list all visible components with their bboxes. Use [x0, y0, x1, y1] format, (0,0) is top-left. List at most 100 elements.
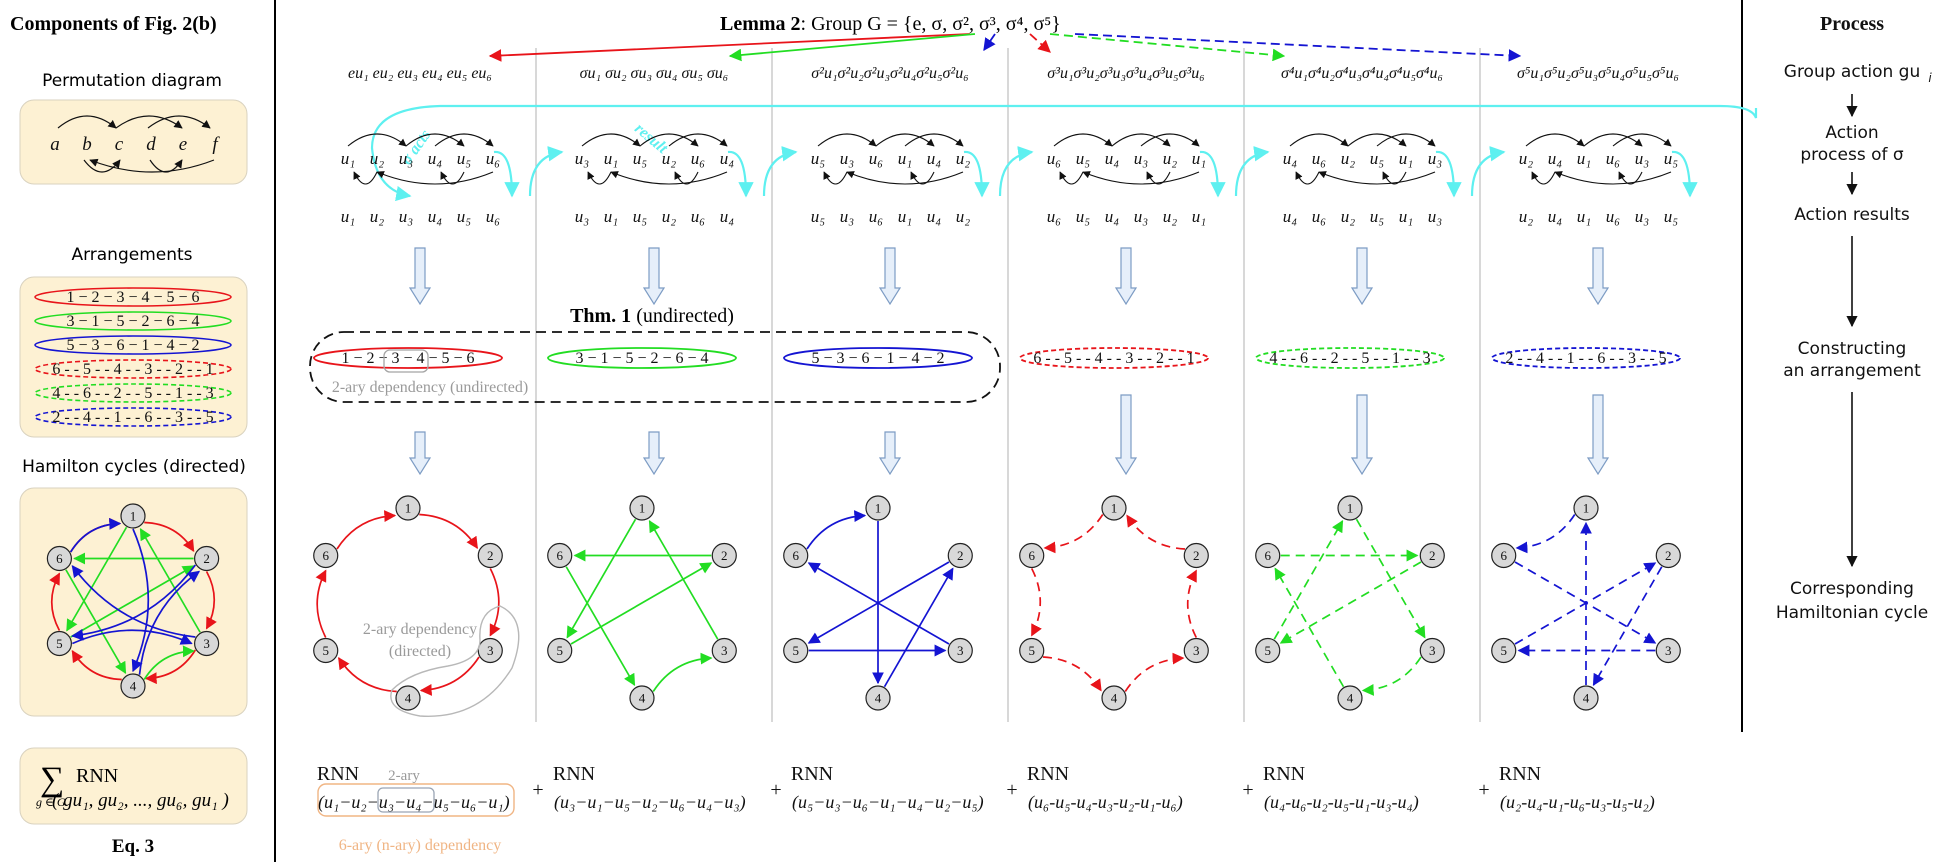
result-element: u₄: [1105, 207, 1120, 226]
graph-node-label: 5: [556, 643, 563, 658]
rnn-plus: +: [770, 779, 781, 801]
cycle-edge: [1514, 561, 1657, 644]
perm-element: u₁: [1399, 149, 1413, 168]
perm-element: u₅: [457, 149, 472, 168]
arrangement-ring: [34, 359, 232, 379]
perm-letter: c: [115, 134, 124, 155]
result-element: u₁: [1192, 207, 1206, 226]
cycle-edge: [1042, 656, 1102, 692]
graph-node: [547, 542, 573, 569]
sum-label: RNN: [76, 765, 118, 787]
process-step: Hamiltonian cycle: [1776, 603, 1928, 623]
perm-column-arc: [1053, 133, 1113, 147]
result-element: u₅: [1664, 207, 1679, 226]
perm-column-arc: [1382, 171, 1407, 185]
graph-node-label: 2: [487, 548, 494, 563]
graph-node-label: 6: [792, 548, 799, 563]
graph-node-label: 4: [405, 691, 412, 706]
result-element: u₆: [1312, 207, 1327, 226]
arrangement-ring: [34, 311, 232, 331]
perm-letter: e: [179, 134, 187, 155]
graph-node-label: 3: [957, 643, 964, 658]
cycle-edge: [806, 510, 867, 550]
graph-node-label: 4: [130, 679, 137, 694]
graph-node: [1573, 495, 1599, 521]
rnn-label: RNN: [553, 763, 595, 785]
arrangement-label: 5 − 3 − 6 − 1 − 4 − 2: [811, 350, 944, 367]
graph-node: [477, 637, 503, 664]
perm-element: u₅: [1076, 149, 1091, 168]
lemma-arrow: [1049, 33, 1286, 62]
graph-node-label: 1: [405, 501, 412, 516]
graph-node: [1419, 542, 1445, 569]
perm-column-arc: [674, 171, 699, 185]
perm-element: u₄: [1105, 149, 1120, 168]
perm-element: u₅: [633, 149, 648, 168]
graph-node: [395, 495, 421, 521]
result-element: u₁: [341, 207, 355, 226]
sum-args: ( gu₁, gu₂, ..., gu₆, gu₁ ): [52, 790, 229, 811]
cycle-edge: [1126, 514, 1186, 550]
cycle-edge: [336, 510, 397, 550]
perm-column-arc: [1140, 133, 1200, 147]
down-arrow: [1586, 247, 1610, 306]
process-step: process of σ: [1800, 145, 1904, 165]
graph-node: [711, 542, 737, 569]
arrangement-ring: [34, 383, 232, 403]
rnn-label: RNN: [791, 763, 833, 785]
cycle-edge: [66, 526, 128, 632]
graph-node: [1019, 637, 1045, 664]
perm-column-arc: [875, 133, 935, 147]
result-element: u₁: [1577, 207, 1591, 226]
down-arrow: [642, 247, 666, 306]
rnn-two-ary-box: [377, 787, 435, 813]
perm-element: u₄: [428, 149, 443, 168]
perm-element: u₂: [956, 149, 971, 168]
result-element: u₅: [457, 207, 472, 226]
result-element: u₆: [486, 207, 501, 226]
dependency-box: [383, 349, 429, 373]
graph-node: [395, 685, 421, 711]
result-element: u₂: [1519, 207, 1534, 226]
ham-title: Hamilton cycles (directed): [22, 457, 246, 477]
group-row: σ³u₁σ³u₂σ³u₃σ³u₄σ³u₅σ³u₆: [1047, 65, 1205, 82]
cycle-graphs: 1234561234561234561234561234561234562-ar…: [313, 495, 1681, 717]
cycle-edge: [71, 649, 122, 681]
graph-node: [783, 637, 809, 664]
rnn-sequence: (u₁−u₂−u₃−u₄−u₅−u₆−u₁): [318, 792, 510, 813]
graph-node: [947, 542, 973, 569]
cycle-edge: [652, 652, 713, 692]
graph-node: [547, 637, 573, 664]
cycle-edge: [139, 527, 201, 633]
down-arrow: [1114, 247, 1138, 306]
perm-element: u₃: [575, 149, 590, 168]
perm-column-arc: [1146, 171, 1171, 185]
graph-node: [1419, 637, 1445, 664]
down-arrow: [642, 431, 666, 476]
group-row: σu₁ σu₂ σu₃ σu₄ σu₅ σu₆: [580, 65, 729, 82]
graph-node: [46, 630, 72, 657]
arrangement-ellipse: [547, 347, 737, 369]
cycle-edge: [72, 629, 193, 645]
result-element: u₄: [720, 207, 735, 226]
cycle-edge: [205, 571, 217, 630]
group-row: σ⁵u₁σ⁵u₂σ⁵u₃σ⁵u₄σ⁵u₅σ⁵u₆: [1517, 65, 1679, 82]
down-arrow: [408, 431, 432, 476]
graph-node-label: 1: [130, 509, 137, 524]
cycle-edge: [419, 513, 478, 549]
perm-column-arc: [1618, 171, 1643, 185]
perm-column-arc: [581, 133, 641, 147]
cycle-edge: [315, 569, 327, 638]
rnn-label: RNN: [1263, 763, 1305, 785]
cycle-edge: [1361, 656, 1422, 696]
lemma-title: Lemma 2: Group G = {e, σ, σ², σ³, σ⁴, σ⁵…: [720, 13, 1061, 35]
graph-node: [629, 685, 655, 711]
graph-node: [1183, 542, 1209, 569]
cyan-act-arrow: [528, 146, 564, 197]
arrangement-ring: [34, 335, 232, 355]
components-header: Components of Fig. 2(b): [10, 13, 217, 35]
result-element: u₂: [1163, 207, 1178, 226]
perm-element: u₃: [399, 149, 414, 168]
rnn-sequence: (u₆-u₅-u₄-u₃-u₂-u₁-u₆): [1028, 792, 1183, 813]
